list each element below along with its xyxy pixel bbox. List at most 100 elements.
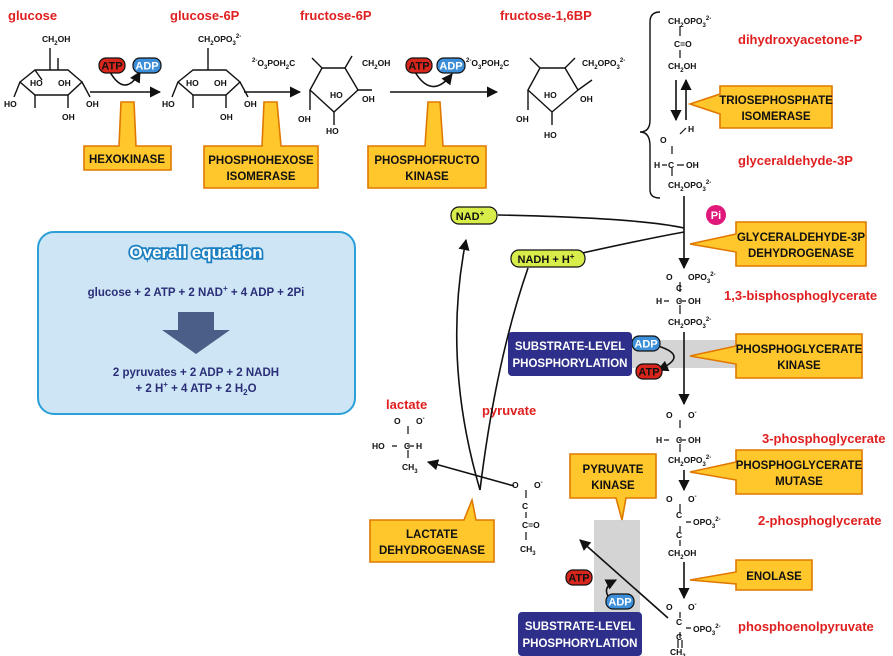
ldh-to-nad-curve	[455, 238, 481, 491]
pk-adp: ADP	[605, 593, 635, 610]
lactate-ominus: O-	[416, 416, 425, 426]
fructose-16bp-structure	[527, 57, 593, 125]
pg2-ch2oh: CH2OH	[668, 548, 696, 561]
enolase-callout: ENOLASE	[689, 559, 813, 591]
glucose-ho-1: HO	[30, 78, 43, 88]
fructose-16bp-ch2opo3: CH2OPO32-	[582, 58, 625, 71]
svg-text:ADP: ADP	[439, 61, 462, 73]
bpg13-h: H	[656, 296, 662, 306]
glucose-oh-3: OH	[62, 112, 75, 122]
lactate-label: lactate	[386, 397, 427, 412]
pg3-h: H	[656, 435, 662, 445]
pg2-structure	[679, 504, 691, 546]
pg2-c: C	[676, 530, 682, 540]
lactate-h: H	[416, 441, 422, 451]
pyruvate-kinase-callout: PYRUVATE KINASE	[569, 453, 657, 521]
pep-ominus: O-	[688, 602, 697, 612]
svg-text:PHOSPHORYLATION: PHOSPHORYLATION	[512, 358, 627, 370]
pg3-ch2opo3: CH2OPO32-	[668, 455, 711, 468]
svg-text:ADP: ADP	[634, 339, 657, 351]
lactate-ch3: CH3	[402, 462, 418, 475]
fructose-16bp-o3poh2c: 2-O3POH2C	[466, 58, 509, 71]
fructose-6p-o3poh2c: 2-O3POH2C	[252, 58, 295, 71]
fructose-6p-ch2oh: CH2OH	[362, 58, 390, 71]
glucose-6p-structure	[171, 48, 249, 108]
svg-text:NADH + H+: NADH + H+	[518, 252, 575, 266]
pep-c-top: C	[676, 617, 682, 627]
nad-curve	[497, 214, 685, 229]
pyruvate-c-top: C	[522, 501, 528, 511]
svg-text:ISOMERASE: ISOMERASE	[741, 111, 810, 123]
pfk-adp: ADP	[436, 57, 466, 74]
fructose-6p-oh-1: OH	[362, 94, 375, 104]
pk-arrow	[579, 539, 669, 619]
glucose-6p-oh-2: OH	[244, 99, 257, 109]
g3p-h: H	[654, 160, 660, 170]
bpg13-structure	[664, 282, 686, 314]
svg-text:KINASE: KINASE	[777, 360, 821, 372]
pyruvate-label: pyruvate	[482, 403, 536, 418]
svg-text:ATP: ATP	[638, 367, 659, 379]
phosphoglycerate-mutase-callout: PHOSPHOGLYCERATE MUTASE	[689, 449, 863, 495]
svg-text:SUBSTRATE-LEVEL: SUBSTRATE-LEVEL	[525, 621, 635, 633]
lactate-structure	[392, 426, 414, 458]
pg2-c-top: C	[676, 510, 682, 520]
phosphoglycerate-kinase-callout: PHOSPHOGLYCERATE KINASE	[689, 333, 863, 379]
svg-text:PHOSPHOGLYCERATE: PHOSPHOGLYCERATE	[736, 460, 863, 472]
glucose-6p-ho-1: HO	[186, 78, 199, 88]
g3p-c: C	[668, 160, 674, 170]
svg-text:GLYCERALDEHYDE-3P: GLYCERALDEHYDE-3P	[737, 232, 865, 244]
svg-text:Pi: Pi	[711, 210, 721, 222]
glucose-label: glucose	[8, 8, 57, 23]
pgk-atp: ATP	[635, 363, 663, 380]
svg-text:PYRUVATE: PYRUVATE	[583, 464, 644, 476]
g3p-oh: OH	[686, 160, 699, 170]
glucose-6p-oh-3: OH	[220, 112, 233, 122]
bpg13-oh: OH	[688, 296, 701, 306]
pep-label: phosphoenolpyruvate	[738, 619, 874, 634]
bpg13-ch2opo3: CH2OPO32-	[668, 317, 711, 330]
svg-text:SUBSTRATE-LEVEL: SUBSTRATE-LEVEL	[515, 341, 625, 353]
svg-text:PHOSPHORYLATION: PHOSPHORYLATION	[522, 638, 637, 650]
overall-equation-title: Overall equation	[129, 243, 262, 262]
overall-equation-left: glucose + 2 ATP + 2 NAD+ + 4 ADP + 2Pi	[88, 284, 305, 299]
glucose-oh-1: OH	[58, 78, 71, 88]
dhap-co: C=O	[674, 39, 692, 49]
fructose-16bp-ho: HO	[544, 90, 557, 100]
pg2-o: O	[666, 494, 673, 504]
svg-text:KINASE: KINASE	[591, 480, 635, 492]
bpg13-opo3: OPO32-	[688, 272, 716, 285]
svg-text:ADP: ADP	[608, 597, 631, 609]
svg-text:NAD+: NAD+	[456, 209, 485, 223]
equation-down-arrow	[162, 312, 230, 354]
hexokinase-atp: ATP	[98, 57, 126, 74]
pk-slp-box: SUBSTRATE-LEVEL PHOSPHORYLATION	[518, 612, 642, 656]
glucose-structure	[13, 48, 91, 108]
nad-badge: NAD+	[450, 206, 498, 225]
bpg13-c: C	[676, 296, 682, 306]
svg-text:TRIOSEPHOSPHATE: TRIOSEPHOSPHATE	[719, 95, 833, 107]
svg-text:LACTATE: LACTATE	[406, 529, 458, 541]
pg3-ominus: O-	[688, 410, 697, 420]
pg3-structure	[664, 420, 686, 452]
pg3-label: 3-phosphoglycerate	[762, 431, 886, 446]
gapdh-callout: GLYCERALDEHYDE-3P DEHYDROGENASE	[689, 221, 867, 267]
bpg13-o: O	[666, 272, 673, 282]
fructose-6p-ho-2: HO	[326, 126, 339, 136]
overall-equation-right-1: 2 pyruvates + 2 ADP + 2 NADH	[113, 367, 279, 379]
hexokinase-callout: HEXOKINASE	[83, 101, 172, 171]
svg-text:ATP: ATP	[568, 573, 589, 585]
lactate-dehydrogenase-callout: LACTATE DEHYDROGENASE	[369, 497, 495, 563]
pyruvate-co: C=O	[522, 520, 540, 530]
fructose-16bp-label: fructose-1,6BP	[500, 8, 592, 23]
svg-text:DEHYDROGENASE: DEHYDROGENASE	[379, 545, 485, 557]
pep-structure	[677, 612, 691, 648]
pg2-label: 2-phosphoglycerate	[758, 513, 882, 528]
pyruvate-o: O	[512, 480, 519, 490]
pep-c: C	[676, 632, 682, 642]
hexokinase-cofactor-curve	[109, 71, 141, 86]
fructose-16bp-oh-1: OH	[580, 94, 593, 104]
overall-equation-right-2: + 2 H+ + 4 ATP + 2 H2O	[135, 380, 256, 397]
pg3-c: C	[676, 435, 682, 445]
svg-text:KINASE: KINASE	[405, 171, 449, 183]
